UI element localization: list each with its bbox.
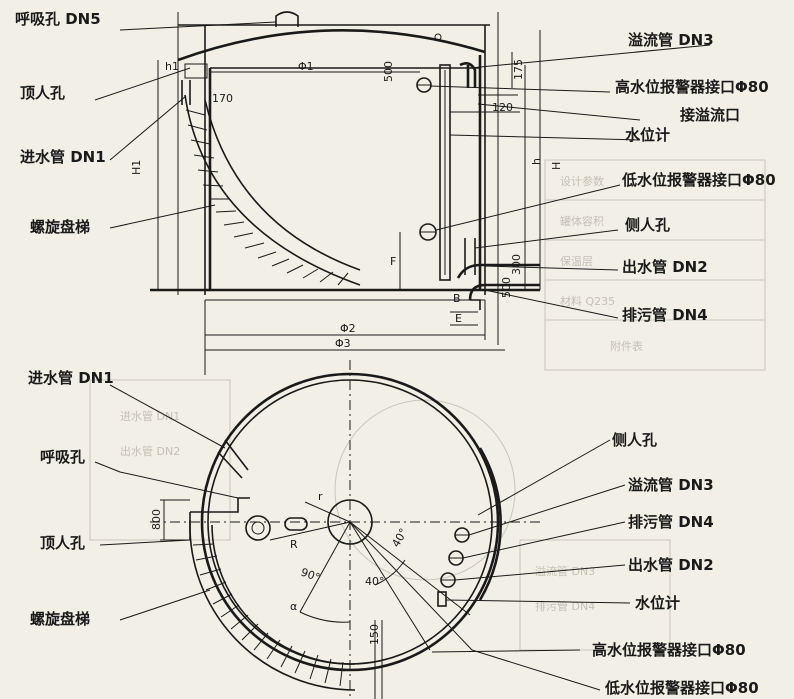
plan-outer-circle xyxy=(200,372,500,672)
plan-label-stair: 螺旋盘梯 xyxy=(30,610,90,628)
plan-stair-treads xyxy=(192,543,344,687)
drain-pipe xyxy=(468,283,540,301)
dim-F: F xyxy=(390,255,396,268)
plan-angle-arc-2 xyxy=(374,559,406,586)
label-top-manhole: 顶人孔 xyxy=(20,84,65,102)
plan-platform xyxy=(190,497,250,513)
plan-angle-arc-1 xyxy=(299,611,351,623)
plan-radius-r xyxy=(304,501,351,523)
dim-phi1: Φ1 xyxy=(298,60,314,73)
faint-text: 材料 Q235 xyxy=(560,294,615,308)
plan-stair-outer-arc xyxy=(189,519,356,691)
label-breather: 呼吸孔 DN5 xyxy=(15,10,101,28)
dim-300: 300 xyxy=(510,254,523,275)
plan-label-gauge: 水位计 xyxy=(635,594,680,612)
dim-500: 500 xyxy=(382,61,395,82)
plan-level-gauge xyxy=(437,591,447,607)
plan-wall-arc xyxy=(478,447,502,601)
faint-text: 设计参数 xyxy=(560,174,604,188)
plan-view: 800 150 r R α 40° 40° 90° 进水管 DN1 呼吸孔 顶人… xyxy=(28,360,759,699)
faint-text: 溢流管 DN3 xyxy=(535,564,595,578)
faint-text: 进水管 DN1 xyxy=(120,409,180,423)
plan-label-outlet: 出水管 DN2 xyxy=(628,556,714,574)
spiral-stair-inner xyxy=(204,99,361,271)
label-inlet: 进水管 DN1 xyxy=(20,148,106,166)
overflow-pipe xyxy=(459,62,477,88)
label-overflow-port: 接溢流口 xyxy=(680,106,740,124)
dim-r: r xyxy=(318,490,323,503)
plan-label-breather: 呼吸孔 xyxy=(40,448,85,466)
level-gauge xyxy=(439,64,451,281)
dim-H: H xyxy=(550,162,563,170)
plan-label-high-alarm: 高水位报警器接口Φ80 xyxy=(592,641,746,659)
drain-pipe-lower xyxy=(470,299,481,310)
plan-inlet-pipe xyxy=(224,439,249,471)
dim-phi2: Φ2 xyxy=(340,322,356,335)
plan-radial-40b xyxy=(349,521,471,616)
dim-h: h xyxy=(530,158,543,165)
plan-label-side-manhole: 侧人孔 xyxy=(612,431,657,449)
label-drain: 排污管 DN4 xyxy=(622,306,708,324)
dim-E: E xyxy=(455,312,462,325)
elevation-leaders xyxy=(94,21,711,319)
label-outlet: 出水管 DN2 xyxy=(622,258,708,276)
top-manhole xyxy=(184,63,208,79)
plan-center-circle xyxy=(327,499,373,545)
plan-radial-90 xyxy=(299,521,351,613)
faint-text: 保温层 xyxy=(560,254,593,268)
plan-label-top-manhole: 顶人孔 xyxy=(40,534,85,552)
dim-800: 800 xyxy=(150,509,163,530)
plan-breather xyxy=(284,517,308,531)
dim-120: 120 xyxy=(492,101,513,114)
dim-B: B xyxy=(453,292,461,305)
breather-pipe xyxy=(275,11,299,27)
plan-label-drain: 排污管 DN4 xyxy=(628,513,714,531)
plan-radial-40a xyxy=(349,521,431,651)
label-stair: 螺旋盘梯 xyxy=(30,218,90,236)
label-high-alarm: 高水位报警器接口Φ80 xyxy=(615,78,769,96)
roof-dome xyxy=(177,29,486,62)
plan-label-overflow: 溢流管 DN3 xyxy=(628,476,714,494)
elevation-view: Φ1 500 170 120 175 300 500 h1 H1 h H F B… xyxy=(15,10,776,375)
dim-phi3: Φ3 xyxy=(335,337,351,350)
dim-R: R xyxy=(290,538,298,551)
background-faint-marks: 设计参数 罐体容积 保温层 材料 Q235 附件表 进水管 DN1 出水管 DN… xyxy=(89,159,766,651)
dim-500b: 500 xyxy=(500,277,513,298)
dim-170: 170 xyxy=(212,92,233,105)
plan-label-low-alarm: 低水位报警器接口Φ80 xyxy=(604,679,759,697)
dim-h1: h1 xyxy=(165,60,179,73)
plan-label-inlet: 进水管 DN1 xyxy=(28,369,114,387)
label-side-manhole: 侧人孔 xyxy=(625,216,670,234)
dim-90: 90° xyxy=(299,566,322,585)
dim-40a: 40° xyxy=(389,526,410,549)
dim-150: 150 xyxy=(368,624,381,645)
label-gauge: 水位计 xyxy=(625,126,670,144)
plan-top-manhole xyxy=(245,515,271,541)
dim-40b: 40° xyxy=(365,575,385,588)
dim-alpha: α xyxy=(290,600,297,613)
faint-text: 罐体容积 xyxy=(560,214,604,228)
dim-H1: H1 xyxy=(130,160,143,175)
outlet-pipe xyxy=(456,263,540,279)
stair-treads xyxy=(185,109,349,286)
plan-stair-inner-arc xyxy=(211,524,356,665)
dim-175: 175 xyxy=(512,59,525,80)
faint-text: 出水管 DN2 xyxy=(120,444,180,458)
spiral-stair-outer xyxy=(184,94,361,286)
faint-text: 附件表 xyxy=(610,339,643,353)
breather-dot xyxy=(434,33,442,41)
plan-leaders xyxy=(94,384,631,691)
label-overflow: 溢流管 DN3 xyxy=(628,31,714,49)
plan-radius-R xyxy=(269,521,351,541)
label-low-alarm: 低水位报警器接口Φ80 xyxy=(621,171,776,189)
